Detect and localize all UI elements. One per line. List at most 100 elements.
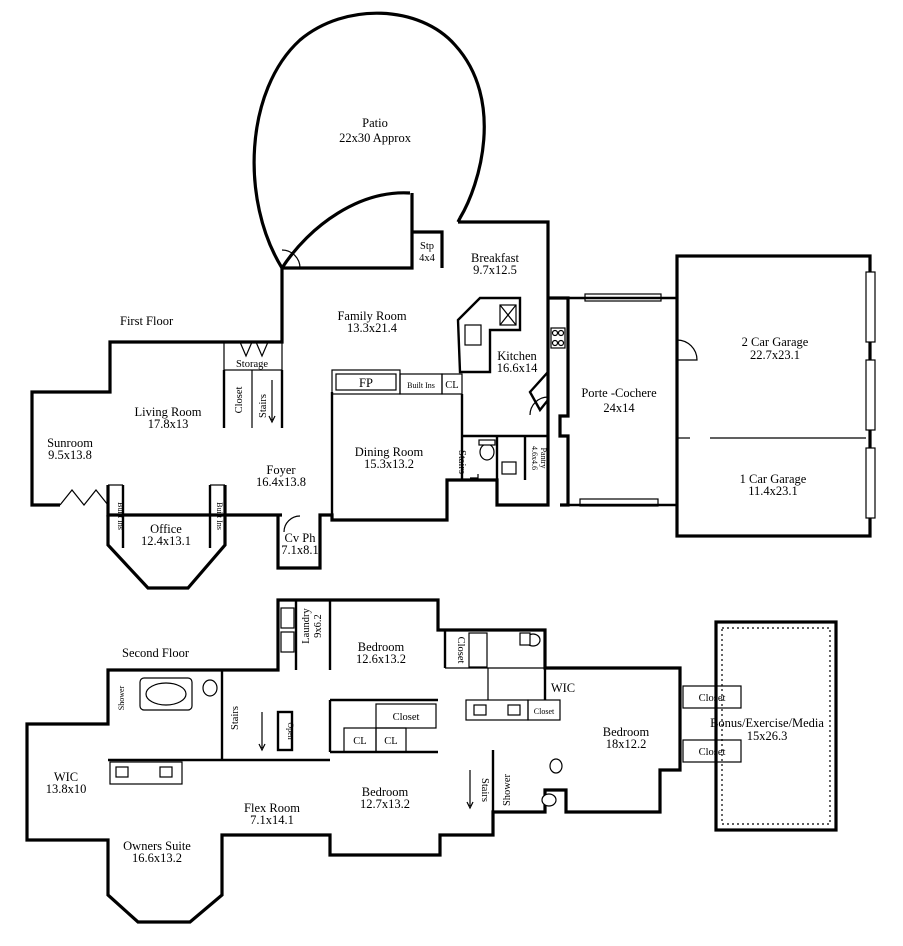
cvph-door-swing [283, 515, 301, 533]
vanity-sink-2 [507, 704, 521, 716]
room-size-pantry: 4.6x4.6 [530, 446, 539, 470]
label-closet-bedroom-a: Closet [455, 637, 466, 664]
patio-outline [252, 11, 486, 269]
first-floor-exterior-wall [30, 193, 570, 570]
label-cl-2: CL [384, 736, 397, 747]
sink [464, 324, 482, 346]
label-storage: Storage [236, 359, 268, 370]
room-name-sunroom: Sunroom [47, 436, 93, 450]
toilet-first [479, 443, 495, 461]
label-shower-rear: Shower [502, 773, 513, 806]
label-stairs-rear: Stairs [479, 778, 490, 802]
range-burner-2 [557, 329, 565, 337]
garage-door-swing [676, 339, 698, 361]
bath-a-floor [445, 667, 545, 700]
label-closet-first: Closet [234, 387, 245, 414]
tub-a [468, 632, 488, 668]
garage-door-2 [865, 359, 876, 431]
room-name-flex: Flex Room [244, 801, 300, 815]
room-name-stp: Stp [420, 241, 434, 252]
label-stairs-second: Stairs [230, 706, 241, 730]
dryer [280, 631, 295, 653]
fireplace-inner [335, 373, 397, 391]
room-name-laundry: Laundry [301, 607, 312, 643]
label-closet-mid: Closet [534, 707, 555, 716]
room-size-dining: 15.3x13.2 [364, 457, 414, 471]
first-floor [30, 11, 876, 590]
room-size-kitchen: 16.6x14 [497, 361, 538, 375]
second-floor-exterior-wall [25, 598, 682, 924]
room-size-breakfast: 9.7x12.5 [473, 263, 517, 277]
room-size-flex: 7.1x14.1 [250, 813, 294, 827]
stairs-arrow [268, 380, 276, 424]
cooktop-x [499, 304, 517, 326]
washer [280, 607, 295, 629]
floor-label-second: Second Floor [122, 646, 190, 660]
label-closet-bonus-bottom: Closet [699, 747, 726, 758]
office-bay [106, 485, 227, 590]
range-burner-4 [557, 339, 565, 347]
open-rail [276, 710, 294, 752]
kitchen-corner-counter [528, 368, 550, 413]
room-size-bonus: 15x26.3 [747, 729, 788, 743]
label-open: Open [286, 722, 295, 739]
room-name-wic-owner: WIC [54, 770, 78, 784]
room-name-pantry: Pantry [539, 448, 548, 469]
room-size-patio: 22x30 Approx [339, 131, 412, 145]
stairs-arrow-right [466, 770, 474, 810]
room-name-foyer: Foyer [266, 463, 296, 477]
owners-sink-2 [159, 766, 173, 778]
room-name-kitchen: Kitchen [497, 349, 537, 363]
toilet-rear-1 [549, 758, 563, 774]
closet-bonus-top [682, 685, 742, 709]
room-name-living: Living Room [134, 405, 201, 419]
room-size-laundry: 9x6.2 [313, 614, 324, 638]
bonus-room-inner [721, 627, 831, 825]
room-size-cvph: 7.1x8.1 [281, 543, 319, 557]
range-burner-3 [551, 339, 559, 347]
room-name-bedroom-c: Bedroom [603, 725, 650, 739]
room-name-owners: Owners Suite [123, 839, 191, 853]
sink-a [519, 632, 531, 646]
room-name-family: Family Room [337, 309, 406, 323]
second-floor [25, 598, 838, 924]
room-name-breakfast: Breakfast [471, 251, 519, 265]
label-cl-1: CL [353, 736, 366, 747]
room-size-garage1: 11.4x23.1 [748, 484, 798, 498]
label-stairs-first: Stairs [258, 394, 269, 418]
label-stairs-back: Stairs [456, 450, 467, 474]
label-closet-block: Closet [393, 712, 420, 723]
room-size-garage2: 22.7x23.1 [750, 348, 800, 362]
toilet-owners [202, 679, 218, 697]
sunroom-doors [59, 489, 109, 506]
powder-walls [460, 394, 548, 480]
room-name-bedroom-a: Bedroom [358, 640, 405, 654]
cooktop [499, 304, 517, 326]
room-size-porte: 24x14 [603, 401, 635, 415]
label-wic-mid: WIC [551, 681, 575, 695]
label-closet-bonus-top: Closet [699, 693, 726, 704]
room-size-wic-owner: 13.8x10 [46, 782, 87, 796]
storage-doors [239, 341, 269, 358]
toilet-tank-first [478, 439, 496, 446]
room-size-bedroom-b: 12.7x13.2 [360, 797, 410, 811]
label-builtins-office-right: Built Ins [215, 502, 224, 530]
room-name-bedroom-b: Bedroom [362, 785, 409, 799]
room-size-stp: 4x4 [419, 253, 436, 264]
room-name-patio: Patio [362, 116, 388, 130]
room-name-garage1: 1 Car Garage [740, 472, 807, 486]
room-size-family: 13.3x21.4 [347, 321, 398, 335]
cl-family [441, 373, 463, 395]
label-cl-family: CL [445, 380, 458, 391]
room-size-owners: 16.6x13.2 [132, 851, 182, 865]
closet-bonus-bottom [682, 739, 742, 763]
label-builtins-office-left: Built Ins [116, 502, 125, 530]
bonus-room-outline [714, 620, 838, 832]
stairs-arrow-left [258, 712, 266, 752]
room-size-living: 17.8x13 [148, 417, 189, 431]
room-name-office: Office [150, 522, 182, 536]
garage-door-3 [865, 447, 876, 519]
room-name-dining: Dining Room [355, 445, 424, 459]
kitchen-door-swing [529, 396, 549, 416]
patio-door-swing [281, 249, 301, 269]
